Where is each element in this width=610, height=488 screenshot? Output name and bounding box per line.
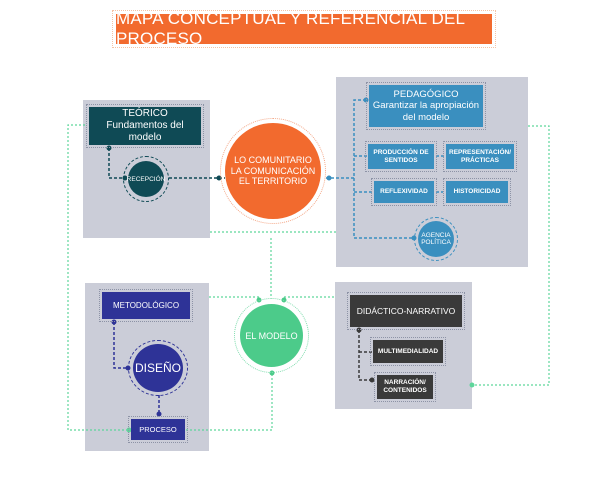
teorico-title: TEÓRICO (122, 108, 168, 119)
pedagogico-subtitle-2: del modelo (402, 111, 450, 123)
el-modelo-label: EL MODELO (245, 330, 298, 341)
title-banner: MAPA CONCEPTUAL Y REFERENCIAL DEL PROCES… (112, 9, 496, 48)
pedagogico-box-outline: PEDAGÓGICO Garantizar la apropiación del… (366, 82, 486, 130)
proceso-box-outline: PROCESO (128, 416, 188, 443)
node-dot (126, 427, 132, 433)
center-ring (220, 118, 326, 224)
node-dot (369, 377, 375, 383)
center-line1: LO COMUNITARIO (234, 154, 312, 165)
representacion-box-outline: REPRESENTACIÓN/ PRÁCTICAS (443, 141, 517, 172)
reflexividad-label: REFLEXIVIDAD (380, 188, 428, 196)
historicidad-label: HISTORICIDAD (453, 188, 501, 196)
metodologico-box-outline: METODOLÓGICO (99, 289, 193, 322)
node-dot (111, 319, 117, 325)
agencia-line1: AGENCIA (421, 231, 451, 239)
representacion-line1: REPRESENTACIÓN/ (449, 148, 511, 156)
teorico-box-outline: TEÓRICO Fundamentos del modelo (86, 104, 204, 148)
center-node: LO COMUNITARIO LA COMUNICACIÓN EL TERRIT… (225, 123, 321, 219)
produccion-box-outline: PRODUCCIÓN DE SENTIDOS (365, 141, 437, 172)
metodologico-box: METODOLÓGICO (102, 292, 190, 319)
produccion-line1: PRODUCCIÓN DE (373, 148, 429, 156)
narracion-box-outline: NARRACIÓN/ CONTENIDOS (374, 372, 436, 402)
multimedialidad-box: MULTIMEDIALIDAD (373, 340, 443, 363)
historicidad-box-outline: HISTORICIDAD (443, 178, 511, 206)
pedagogico-subtitle-1: Garantizar la apropiación (372, 100, 480, 112)
node-dot (326, 175, 332, 181)
pedagogico-box: PEDAGÓGICO Garantizar la apropiación del… (369, 85, 483, 127)
multimedialidad-box-outline: MULTIMEDIALIDAD (370, 337, 446, 366)
page-title: MAPA CONCEPTUAL Y REFERENCIAL DEL PROCES… (116, 9, 492, 48)
multimedialidad-label: MULTIMEDIALIDAD (377, 347, 439, 355)
node-dot (156, 411, 162, 417)
el-modelo-ring (234, 298, 309, 373)
node-dot (106, 145, 112, 151)
node-dot (469, 382, 475, 388)
reflexividad-box-outline: REFLEXIVIDAD (371, 178, 437, 206)
diseno-ring (128, 340, 188, 396)
representacion-line2: PRÁCTICAS (461, 156, 499, 164)
recepcion-label: RECEPCIÓN (126, 175, 166, 183)
diseno-node: DISEÑO (133, 344, 183, 392)
green-connector-left (67, 124, 130, 431)
reflexividad-box: REFLEXIVIDAD (374, 181, 434, 203)
recepcion-node: RECEPCIÓN (126, 161, 166, 197)
node-dot (356, 327, 362, 333)
teorico-box: TEÓRICO Fundamentos del modelo (89, 107, 201, 145)
representacion-box: REPRESENTACIÓN/ PRÁCTICAS (446, 144, 514, 169)
narracion-line2: CONTENIDOS (383, 387, 427, 394)
agencia-line2: POLÍTICA (421, 239, 451, 246)
proceso-box: PROCESO (131, 419, 185, 440)
recepcion-ring (123, 156, 169, 202)
center-line3: EL TERRITORIO (238, 176, 308, 187)
didactico-box: DIDÁCTICO-NARRATIVO (350, 295, 462, 327)
metodologico-connector (113, 322, 128, 369)
el-modelo-node: EL MODELO (240, 304, 303, 367)
teorico-subtitle: Fundamentos del modelo (106, 120, 184, 143)
center-line2: LA COMUNICACIÓN (230, 165, 316, 176)
historicidad-box: HISTORICIDAD (446, 181, 508, 203)
proceso-label: PROCESO (139, 425, 177, 434)
green-connector-proceso-modelo (186, 372, 273, 431)
pedagogico-bracket (353, 99, 414, 239)
teorico-connector (108, 148, 125, 179)
pedagogico-title: PEDAGÓGICO (393, 88, 459, 100)
didactico-connector (358, 330, 372, 381)
didactico-box-outline: DIDÁCTICO-NARRATIVO (347, 292, 465, 330)
didactico-title: DIDÁCTICO-NARRATIVO (356, 305, 456, 316)
narracion-line1: NARRACIÓN/ (384, 379, 426, 387)
agencia-ring (414, 217, 458, 261)
agencia-node: AGENCIA POLÍTICA (418, 221, 454, 257)
produccion-box: PRODUCCIÓN DE SENTIDOS (368, 144, 434, 169)
narracion-box: NARRACIÓN/ CONTENIDOS (377, 375, 433, 399)
produccion-line2: SENTIDOS (384, 156, 418, 164)
metodologico-title: METODOLÓGICO (112, 300, 180, 310)
diseno-label: DISEÑO (134, 361, 181, 375)
